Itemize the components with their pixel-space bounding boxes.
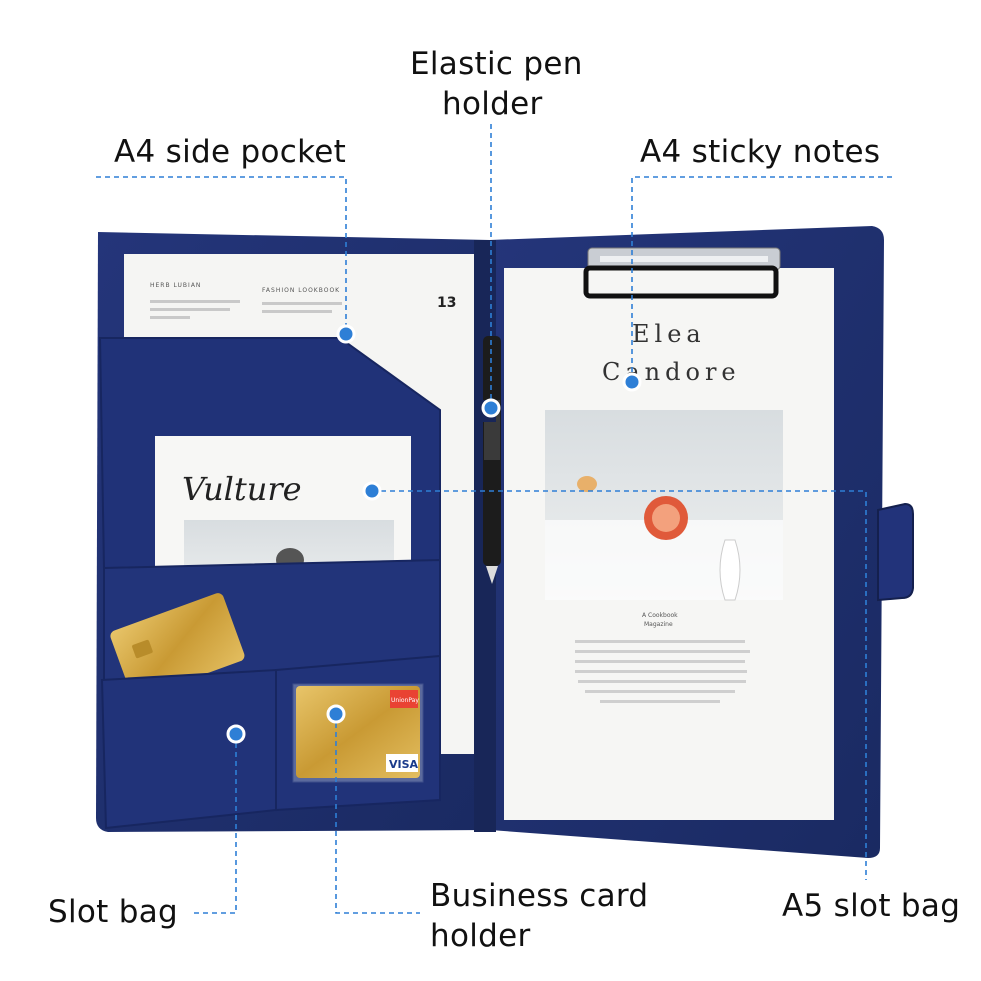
gold-card [110,593,245,699]
callout-a4-side-pocket-line [96,176,347,334]
left-sheet-page-number: 13 [437,295,456,311]
dot-slot-bag [226,724,246,744]
label-a4-side-pocket: A4 side pocket [114,134,347,170]
dot-business-card [326,704,346,724]
card-unionpay: UnionPay [391,697,419,704]
left-sheet-header-b: FASHION LOOKBOOK [262,287,340,294]
label-slot-bag: Slot bag [48,894,179,930]
dot-a5-slot-bag [362,481,382,501]
clipboard-clip [583,247,781,299]
dot-a4-side-pocket [336,324,356,344]
card-visa: VISA [389,758,419,771]
slot-bag [100,668,277,830]
dot-sticky-notes [622,372,642,392]
label-business-card-holder-line1: Business card [430,878,649,914]
label-a5-slot-bag: A5 slot bag [782,888,961,924]
right-title-line1: Elea [632,320,706,348]
label-business-card-holder-line2: holder [430,918,531,954]
callout-dots [226,324,642,744]
closure-tab [877,502,914,602]
pen [483,336,501,584]
vulture-title: Vulture [182,470,302,508]
caption-line2: Magazine [644,621,673,628]
callout-card-line [335,714,420,914]
left-sheet-header-a: HERB LUBIAN [150,282,201,289]
label-elastic-pen-holder-line2: holder [442,86,543,122]
right-a4-sheet: Elea Candore A Cookbook Magazine [504,268,834,820]
caption-line1: A Cookbook [642,612,678,619]
callout-sticky-notes-line [631,176,892,382]
callout-lines [96,124,892,914]
callout-a5-line [372,490,867,880]
credit-card: UnionPay VISA [296,686,420,778]
dot-pen [481,398,501,418]
label-a4-sticky-notes: A4 sticky notes [640,134,881,170]
callout-slot-bag-line [190,734,237,914]
label-elastic-pen-holder-line1: Elastic pen [410,46,583,82]
